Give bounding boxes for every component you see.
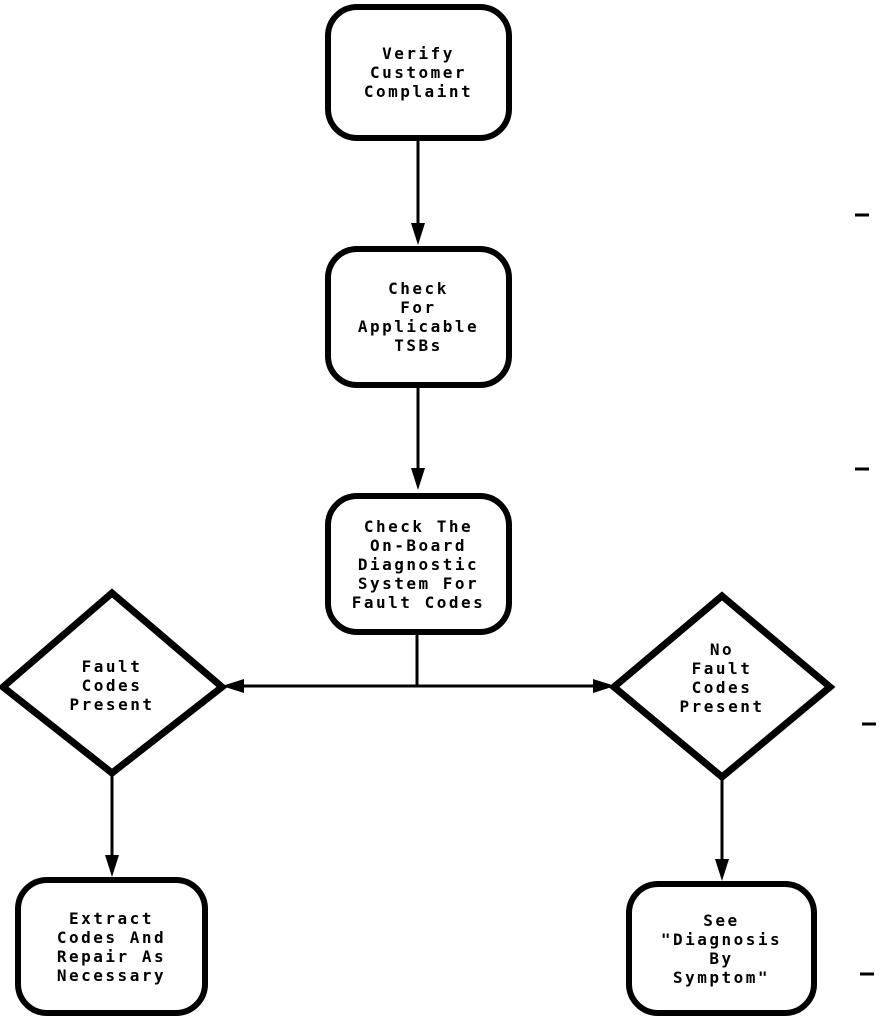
edge-arrows [105, 139, 729, 881]
node-see-diagnosis-by-symptom: See "Diagnosis By Symptom" [626, 881, 817, 1016]
node-label: No Fault Codes Present [679, 640, 765, 716]
node-check-onboard-diagnostic-system: Check The On-Board Diagnostic System For… [325, 493, 512, 635]
node-no-fault-codes-present: No Fault Codes Present [622, 630, 822, 726]
node-label: Check The On-Board Diagnostic System For… [351, 516, 486, 612]
node-extract-codes-repair: Extract Codes And Repair As Necessary [15, 877, 208, 1016]
node-fault-codes-present: Fault Codes Present [12, 635, 212, 735]
node-label: Check For Applicable TSBs [357, 279, 480, 355]
node-verify-customer-complaint: Verify Customer Complaint [325, 4, 512, 141]
node-label: See "Diagnosis By Symptom" [660, 910, 783, 987]
page-edge-ticks [855, 213, 876, 976]
node-check-applicable-tsbs: Check For Applicable TSBs [325, 246, 512, 388]
node-label: Verify Customer Complaint [363, 44, 474, 101]
node-label: Fault Codes Present [69, 656, 155, 714]
node-label: Extract Codes And Repair As Necessary [56, 908, 167, 985]
